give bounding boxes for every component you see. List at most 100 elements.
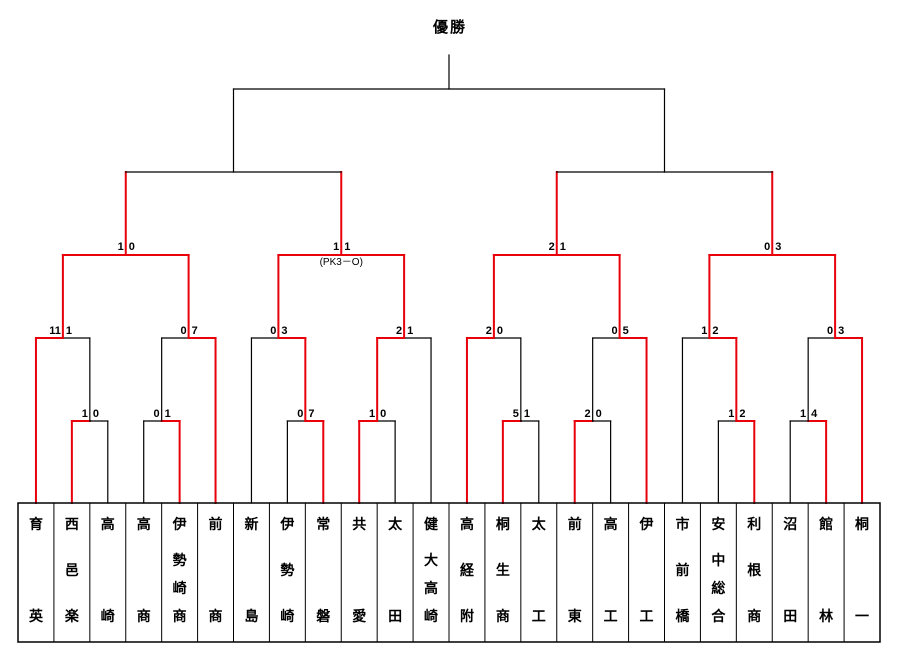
team-name-char: 中 (711, 552, 725, 569)
team-name-char: 林 (819, 608, 833, 625)
team-name-char: 高 (460, 516, 474, 533)
r2-score-left: 0 (827, 325, 833, 337)
r2-score-right: 3 (838, 325, 844, 337)
team-name-char: 沼 (783, 517, 797, 533)
r2-score-left: 2 (396, 325, 402, 337)
r2-score-right: 1 (407, 325, 413, 337)
r1-score-left: 1 (369, 408, 375, 420)
team-name-char: 一 (855, 609, 869, 625)
team-name-char: 田 (388, 609, 402, 625)
team-name-char: 橋 (675, 608, 690, 625)
r3-score-right: 1 (560, 241, 566, 253)
team-name-char: 伊 (279, 516, 294, 533)
r2-score-left: 2 (486, 325, 492, 337)
team-name-char: 附 (460, 608, 474, 625)
r1-score-right: 1 (524, 408, 530, 420)
team-name-char: 太 (532, 516, 547, 533)
team-name-char: 工 (640, 609, 654, 625)
r1-score-left: 0 (297, 408, 303, 420)
team-name-char: 新 (244, 516, 258, 533)
r3-score-right: 1 (344, 241, 350, 253)
r2-score-left: 1 (701, 325, 707, 337)
team-name-char: 邑 (65, 563, 79, 579)
r1-score-right: 0 (380, 408, 386, 420)
r1-score-left: 1 (82, 408, 88, 420)
team-name-char: 前 (209, 516, 223, 533)
team-name-char: 磐 (315, 608, 331, 625)
r1-score-right: 7 (308, 408, 314, 420)
team-name-char: 高 (604, 516, 618, 533)
team-name-char: 崎 (424, 608, 438, 625)
team-name-char: 伊 (639, 516, 654, 533)
team-name-char: 商 (173, 608, 187, 625)
r2-score-right: 0 (497, 325, 503, 337)
r2-score-left: 0 (180, 325, 186, 337)
team-name-char: 商 (209, 608, 223, 625)
team-name-char: 利 (747, 516, 761, 533)
r1-score-left: 5 (513, 408, 519, 420)
team-name-char: 合 (711, 608, 726, 625)
team-name-char: 前 (568, 516, 582, 533)
r2-score-left: 0 (611, 325, 617, 337)
team-name-char: 東 (568, 608, 582, 625)
r3-score-left: 1 (333, 241, 339, 253)
team-name-char: 桐 (496, 516, 510, 533)
team-name-char: 経 (460, 562, 475, 579)
team-name-char: 大 (424, 552, 438, 569)
r3-score-left: 0 (764, 241, 770, 253)
bracket-lines (34, 54, 864, 504)
r1-score-right: 4 (811, 408, 818, 420)
team-name-char: 常 (316, 516, 330, 533)
team-name-char: 勢 (280, 562, 294, 579)
r3-score-left: 1 (118, 241, 124, 253)
team-name-char: 楽 (64, 608, 80, 625)
team-name-char: 生 (496, 562, 510, 579)
r2-score-right: 7 (192, 325, 198, 337)
r2-score-right: 1 (66, 325, 72, 337)
r2-score-right: 2 (712, 325, 718, 337)
r2-score-right: 3 (281, 325, 287, 337)
team-name-char: 市 (675, 516, 689, 533)
r1-score-right: 0 (93, 408, 99, 420)
team-name-char: 崎 (173, 580, 187, 597)
team-name-char: 健 (424, 516, 438, 533)
team-name-char: 英 (28, 608, 44, 625)
r1-score-left: 1 (728, 408, 734, 420)
team-name-char: 崎 (101, 608, 115, 625)
team-name-char: 商 (137, 608, 151, 625)
team-name-char: 島 (244, 608, 258, 625)
team-name-char: 根 (747, 562, 762, 579)
team-name-char: 共 (352, 516, 366, 533)
r1-score-left: 1 (800, 408, 806, 420)
team-name-char: 館 (818, 516, 833, 533)
team-name-char: 商 (747, 608, 761, 625)
r3-score-right: 3 (775, 241, 781, 253)
r2-score-left: 0 (270, 325, 276, 337)
r1-score-left: 2 (585, 408, 591, 420)
team-name-char: 桐 (855, 516, 869, 533)
team-name-char: 高 (424, 580, 438, 597)
team-name-char: 前 (675, 562, 689, 579)
r1-score-right: 0 (596, 408, 602, 420)
r3-score-left: 2 (549, 241, 555, 253)
pk-note: (PK3－O) (320, 257, 363, 268)
team-name-char: 崎 (280, 608, 294, 625)
team-name-char: 勢 (173, 552, 187, 569)
r2-score-right: 5 (623, 325, 629, 337)
team-name-char: 高 (137, 516, 151, 533)
team-name-char: 田 (783, 609, 797, 625)
r3-score-right: 0 (129, 241, 135, 253)
team-name-char: 工 (532, 609, 546, 625)
team-box: 育英西邑楽高崎高商伊勢崎商前商新島伊勢崎常磐共愛太田健大高崎高経附桐生商太工前東… (17, 502, 881, 643)
team-name-char: 商 (496, 608, 510, 625)
team-name-char: 西 (65, 517, 79, 533)
team-name-char: 愛 (352, 608, 366, 625)
team-name-char: 工 (604, 609, 618, 625)
team-name-char: 高 (101, 516, 115, 533)
team-name-char: 伊 (172, 516, 187, 533)
r1-score-right: 2 (739, 408, 745, 420)
team-name-char: 育 (29, 516, 43, 533)
team-name-char: 太 (388, 516, 403, 533)
